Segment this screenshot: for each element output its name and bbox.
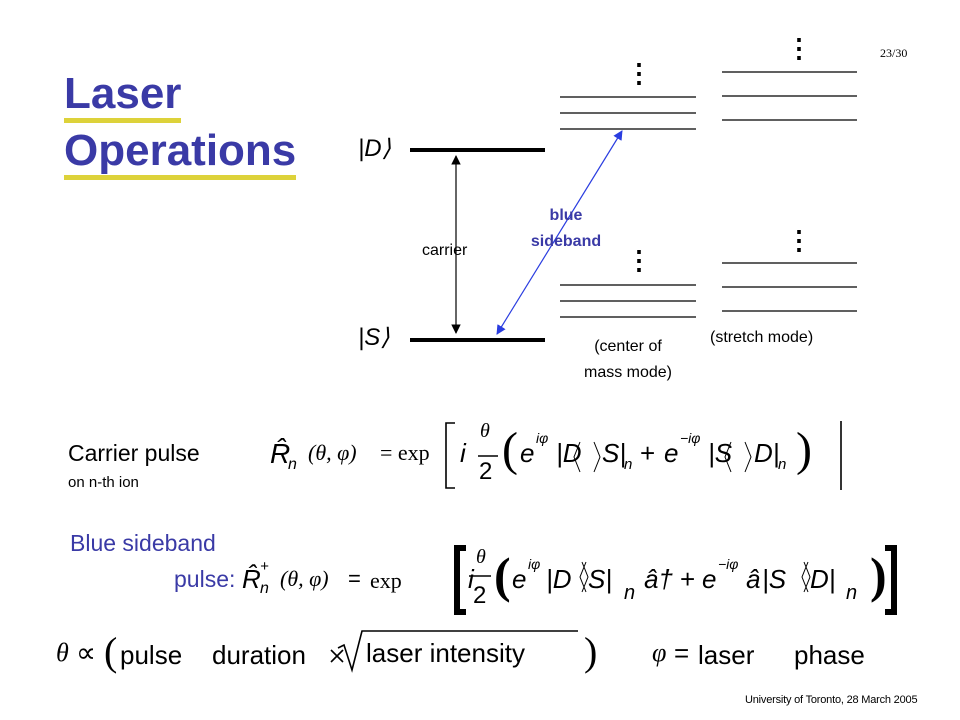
i-bsb: i: [468, 564, 474, 594]
plus: +: [640, 438, 656, 468]
pulse-word: pulse: [120, 640, 183, 670]
ket-bra-brackets: [573, 441, 811, 593]
carrier-label: carrier: [422, 242, 468, 259]
footer: University of Toronto, 28 March 2005: [745, 694, 918, 706]
equals-exp: = exp: [380, 440, 430, 465]
title-line-1: Laser: [64, 70, 182, 123]
com-label-line-1: (center of: [594, 338, 662, 355]
carrier-equation: R̂ n (θ, φ) = exp i θ 2 ( e iφ |D S| n +…: [268, 420, 838, 490]
stretch-upper-ladder: [722, 71, 857, 121]
blue-sideband-line-2: sideband: [530, 233, 602, 250]
state-S-label: |S⟩: [358, 324, 390, 351]
com-label-line-2: mass mode): [583, 364, 673, 381]
dots-com-lower: ⋮: [626, 245, 652, 275]
ket-D-bsb: |D: [546, 564, 572, 594]
paren-open-theta: (: [104, 629, 118, 674]
exp-iphi-bsb: iφ: [528, 556, 541, 572]
blue-sideband-eq-label: Blue sideband: [70, 530, 216, 556]
duration-word: duration: [212, 640, 306, 670]
e-bsb: e: [512, 564, 527, 594]
blue-sideband-eq-pulse: pulse:: [174, 566, 236, 592]
ket-D: |D: [556, 438, 582, 468]
laser-word: laser: [698, 640, 755, 670]
subscript-n: n: [288, 456, 297, 473]
com-upper-ladder: [560, 96, 696, 130]
two-bsb: 2: [473, 582, 487, 609]
blue-sideband-line-1: blue: [549, 207, 583, 224]
a-hat: â: [746, 564, 761, 594]
blue-sideband-label: blue sideband: [516, 203, 616, 255]
blue-brackets: [454, 545, 897, 615]
e2-bsb: e: [702, 564, 717, 594]
carrier-pulse-label: Carrier pulse: [68, 440, 200, 466]
paren-close-theta: ): [584, 629, 598, 674]
proportional-symbol: ∝: [76, 638, 97, 669]
exp-iphi: iφ: [536, 430, 549, 446]
e2: e: [664, 438, 679, 468]
blue-sideband-equation: R̂ + n (θ, φ) = exp i θ 2 ( e iφ |D S| n…: [240, 544, 900, 616]
dots-com-upper: ⋮: [626, 58, 652, 88]
i: i: [460, 438, 466, 468]
subscript-n-bsb: n: [260, 580, 269, 597]
big-paren-open: (: [502, 423, 518, 476]
blue-sideband-arrow: [496, 130, 623, 335]
title-line-2: Operations: [64, 127, 297, 180]
plus-bsb: +: [680, 564, 696, 594]
laser-intensity-word: laser intensity: [366, 638, 525, 668]
R-hat-bsb: R̂: [242, 564, 261, 594]
theta-relation: θ ∝ ( pulse duration laser intensity ): [52, 629, 612, 680]
phi-equals: =: [674, 638, 690, 668]
exp-minus-iphi-bsb: −iφ: [718, 556, 739, 572]
args: (θ, φ): [308, 440, 357, 465]
ket-S-bsb: |S: [762, 564, 787, 594]
sub-n-bsb-2: n: [846, 582, 858, 604]
phi-relation: φ = laser phase: [652, 636, 892, 676]
two: 2: [479, 458, 493, 485]
com-mode-label: (center of mass mode): [548, 334, 708, 386]
bra-D: D|: [754, 438, 780, 468]
slide-title: Laser Operations: [64, 66, 334, 180]
dots-stretch-lower: ⋮: [786, 225, 812, 255]
theta-bsb: θ: [476, 546, 486, 568]
theta-symbol: θ: [56, 638, 69, 667]
stretch-mode-label: (stretch mode): [710, 329, 814, 346]
R-hat: R̂: [270, 438, 291, 469]
phase-word: phase: [794, 640, 865, 670]
carrier-pulse-sublabel: on n-th ion: [68, 474, 139, 491]
bra-D-bsb: D|: [810, 564, 836, 594]
page-number: 23/30: [880, 46, 908, 60]
paren-close-bsb: ): [870, 547, 887, 603]
phi-symbol: φ: [652, 638, 667, 667]
args-bsb: (θ, φ): [280, 566, 329, 591]
sub-n-bsb-1: n: [624, 582, 636, 604]
e: e: [520, 438, 535, 468]
dots-stretch-upper: ⋮: [786, 33, 812, 63]
sub-n-1: n: [624, 456, 633, 473]
exp-minus-iphi: −iφ: [680, 430, 701, 446]
big-paren-close: ): [796, 423, 812, 476]
superscript-plus: +: [260, 558, 269, 575]
bra-S: S|: [602, 438, 627, 468]
ket-S: |S: [708, 438, 733, 468]
stretch-lower-ladder: [722, 262, 857, 312]
state-D-label: |D⟩: [358, 135, 391, 162]
equals-bsb: =: [348, 566, 361, 591]
theta: θ: [480, 420, 490, 442]
bra-S-bsb: S|: [588, 564, 613, 594]
equation-brackets: [330, 421, 842, 673]
sub-n-2: n: [778, 456, 787, 473]
a-dagger: â†: [644, 564, 673, 594]
com-lower-ladder: [560, 284, 696, 318]
exp-bsb: exp: [370, 568, 402, 593]
paren-open-bsb: (: [494, 547, 511, 603]
